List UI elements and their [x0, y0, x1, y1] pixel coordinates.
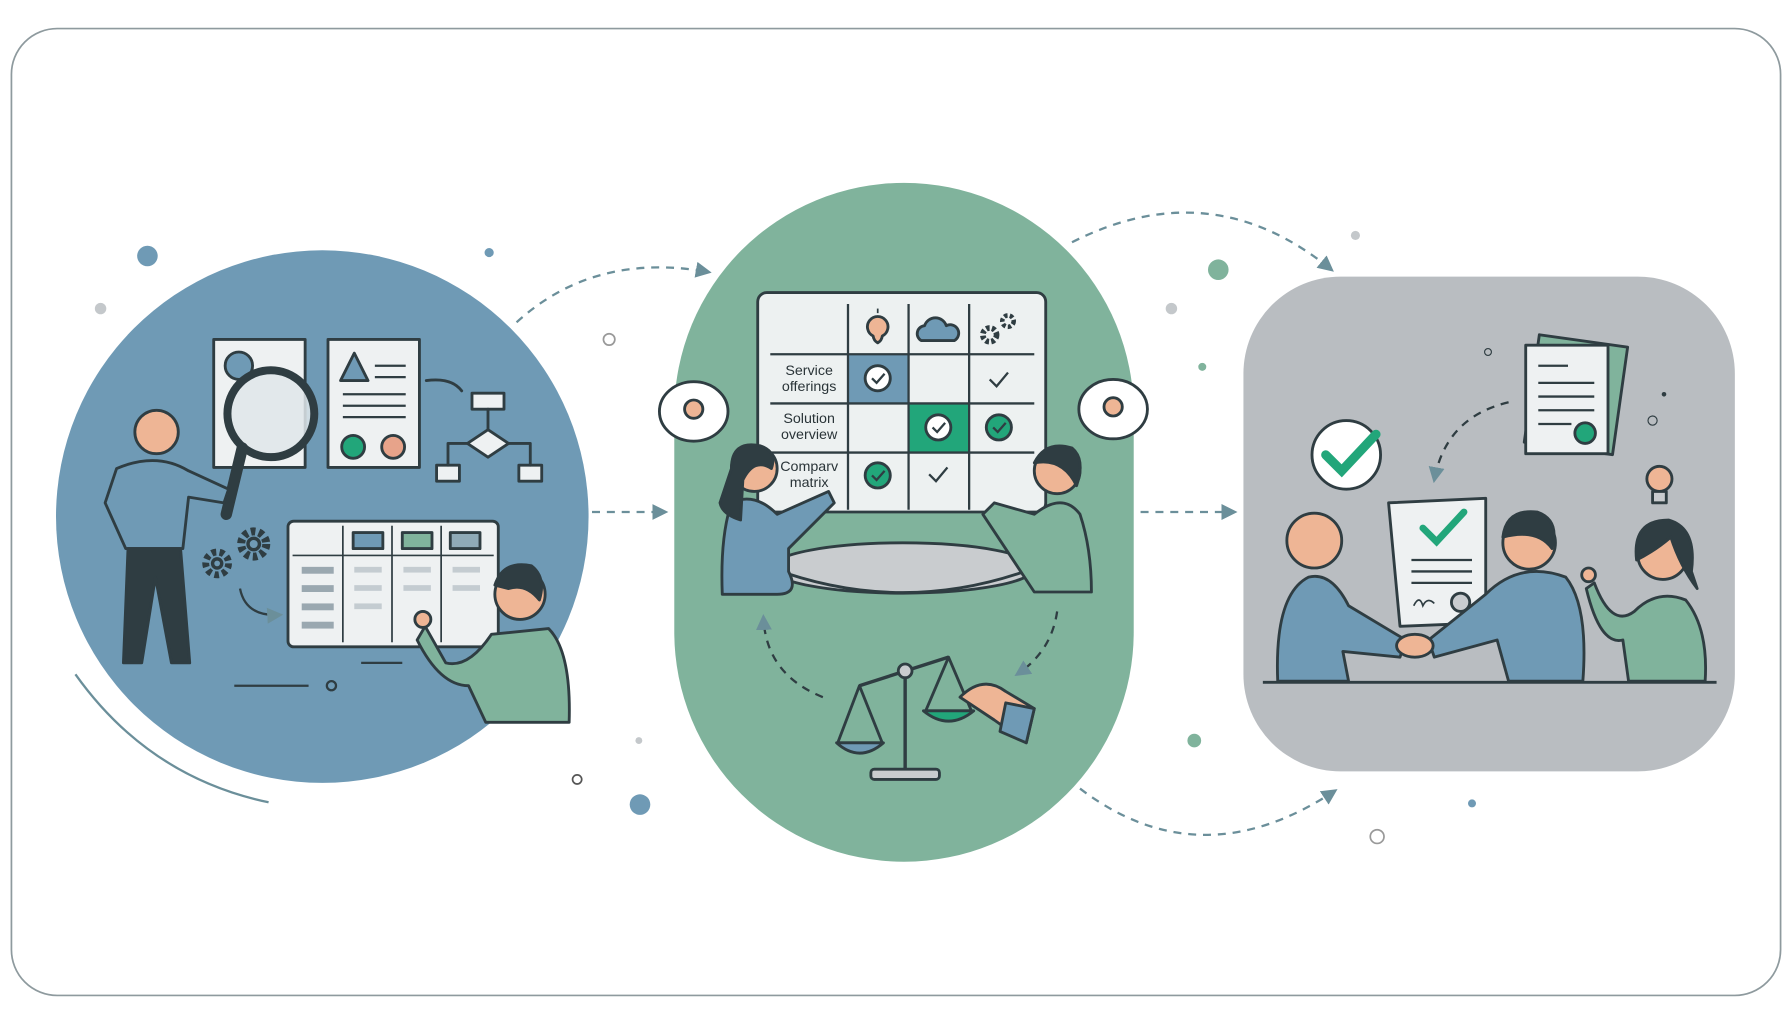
- lightbulb-icon: [866, 308, 890, 345]
- person-analyst: [103, 408, 230, 665]
- balance-scale-icon: [755, 611, 1059, 781]
- stage-agreement: [1243, 276, 1735, 772]
- person-man-right: [981, 444, 1093, 594]
- flowchart-icon: [424, 378, 544, 483]
- contract-document: [1387, 496, 1488, 628]
- documents-stack-icon: [1522, 333, 1630, 457]
- people-handshake: [1262, 510, 1717, 684]
- idea-bubble-left: [658, 380, 730, 443]
- decorative-dots: [94, 230, 1476, 845]
- cloud-icon: [915, 316, 961, 342]
- connector-arrows: [74, 211, 1338, 836]
- gears-icon: [202, 527, 271, 579]
- check-icons: [863, 364, 1013, 490]
- person-pointing: [413, 563, 571, 724]
- idea-bubble-right: [1077, 378, 1149, 441]
- stage-research: [56, 250, 589, 783]
- magnifier-icon: [223, 366, 319, 462]
- person-woman-left: [718, 443, 836, 596]
- gears-icon: [980, 313, 1016, 345]
- data-table-board: [286, 519, 500, 649]
- lightbulb-icon: [1645, 464, 1674, 505]
- approved-check-icon: [1310, 419, 1382, 491]
